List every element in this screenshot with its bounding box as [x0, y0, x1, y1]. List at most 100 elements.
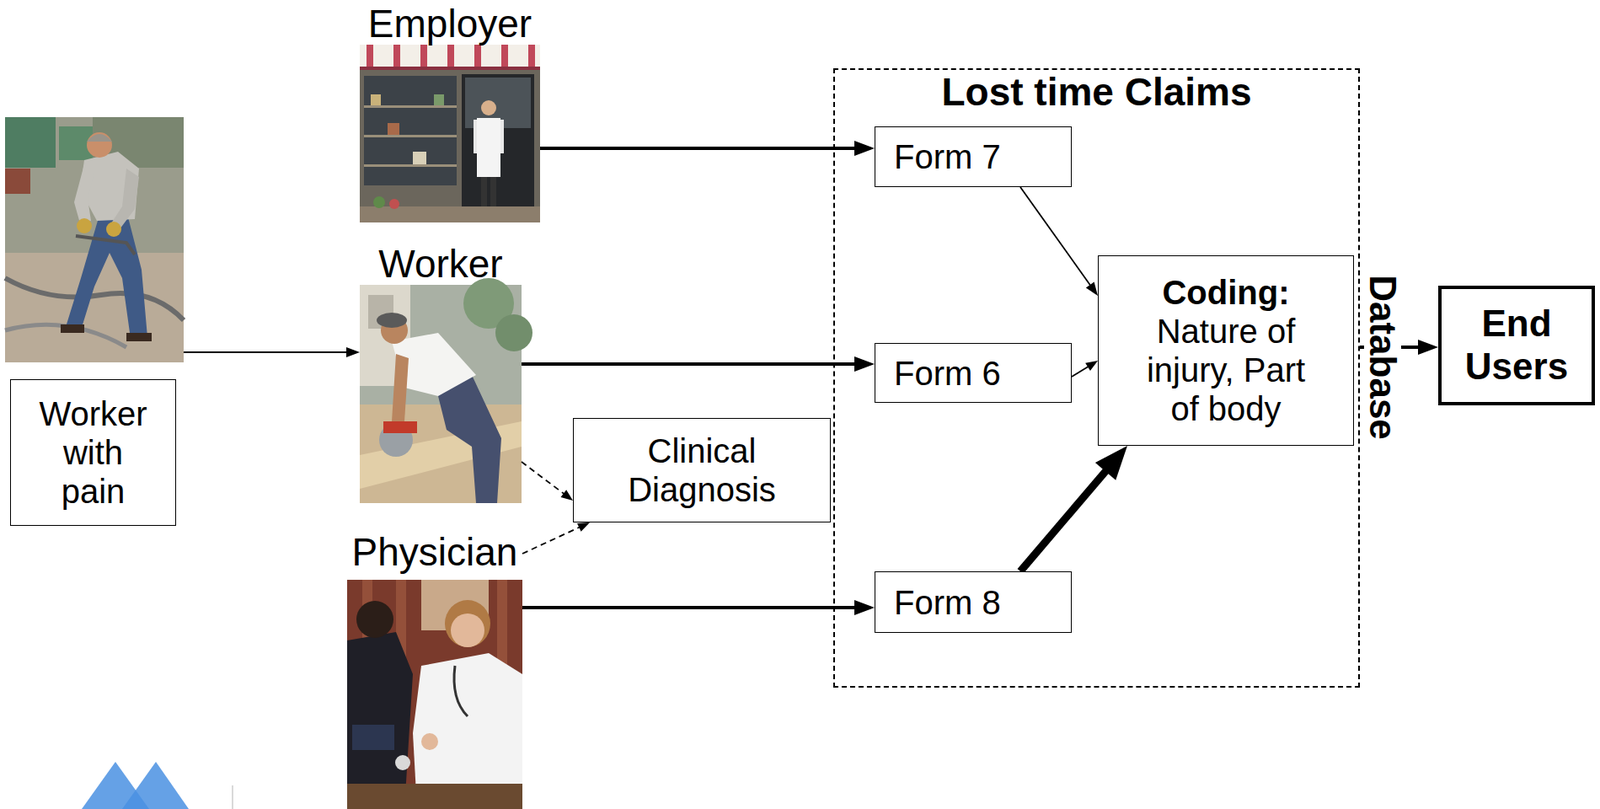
- logo-mark: [231, 785, 234, 809]
- connector-arrow: [521, 356, 875, 372]
- connector-arrow: [1071, 360, 1098, 377]
- worker-pain-photo: [5, 117, 184, 363]
- arrow-head: [577, 522, 590, 532]
- worker-photo: [376, 312, 407, 328]
- connector-arrow: [522, 522, 590, 554]
- arrow-head: [1418, 339, 1439, 355]
- employer-photo: [373, 196, 386, 209]
- connector-arrow: [540, 140, 875, 156]
- node-label: Form 8: [893, 583, 1001, 622]
- arrow-head: [1085, 360, 1098, 371]
- worker-pain-photo: [86, 133, 113, 142]
- worker-pain-photo: [86, 132, 113, 158]
- node-label: Worker with pain: [27, 394, 159, 511]
- node-label: Coding:: [1128, 272, 1324, 312]
- worker-pain-photo: [109, 168, 140, 230]
- connector-line: [522, 526, 581, 554]
- employer-photo: [363, 105, 457, 108]
- arrow-head: [854, 599, 875, 616]
- text-wrap: Coding:Nature of injury, Part of body: [1128, 272, 1324, 429]
- form-box: Form 7: [874, 126, 1072, 188]
- employer-photo: [393, 44, 401, 67]
- employer-photo: [363, 75, 457, 186]
- node-label: End Users: [1458, 302, 1575, 388]
- arrow-head: [561, 489, 573, 501]
- worker-photo: [383, 421, 418, 434]
- worker-node: Worker: [359, 241, 522, 504]
- physician-node: Physician: [347, 529, 523, 809]
- employer-photo: [412, 151, 427, 165]
- worker-pain-photo: [5, 117, 56, 168]
- physician-photo: [347, 783, 523, 809]
- connector-arrow: [183, 347, 360, 358]
- node-label: Lost time Claims: [834, 69, 1359, 115]
- worker-photo: [495, 314, 533, 352]
- diagnosis-box: Clinical Diagnosis: [572, 417, 831, 523]
- employer-photo: [461, 74, 535, 214]
- form-box: Form 6: [874, 342, 1072, 403]
- connector-arrow: [522, 599, 875, 616]
- physician-photo: [352, 724, 395, 750]
- worker-pain-photo: [65, 210, 148, 339]
- connector-line: [521, 461, 565, 495]
- worker-pain-photo: [76, 218, 92, 234]
- text-wrap: End Users: [1458, 302, 1575, 388]
- worker-pain-photo: [5, 168, 31, 194]
- worker-pain-photo: [74, 164, 95, 224]
- text-wrap: Form 6: [893, 353, 1001, 393]
- physician-photo: [347, 579, 523, 809]
- connector-line: [521, 362, 858, 366]
- employer-photo: [389, 198, 400, 209]
- connector-line: [1020, 187, 1092, 287]
- employer-node: Employer: [359, 1, 541, 223]
- employer-photo: [528, 44, 536, 67]
- worker-pain-photo: [106, 221, 122, 237]
- connector-arrow: [521, 461, 573, 501]
- employer-photo: [366, 44, 374, 67]
- node-label: Worker: [359, 241, 522, 287]
- label-frame: Worker with pain: [10, 379, 177, 526]
- worker-pain-photo: [5, 324, 127, 348]
- employer-photo: [476, 117, 501, 177]
- physician-photo: [421, 733, 439, 750]
- worker-pain-photo: [60, 324, 85, 333]
- connector-line: [522, 605, 858, 610]
- physician-photo: [395, 754, 411, 771]
- node-label: Form 7: [893, 137, 1001, 177]
- worker-pain-node: Worker with pain: [5, 117, 184, 526]
- physician-photo: [444, 599, 491, 648]
- coding-box: Coding:Nature of injury, Part of body: [1097, 255, 1354, 446]
- form-box: Form 8: [874, 571, 1072, 633]
- node-label: Clinical Diagnosis: [590, 431, 814, 509]
- arrow-head: [854, 356, 875, 372]
- arrow-head: [854, 140, 875, 156]
- physician-photo: [347, 631, 413, 809]
- employer-photo: [501, 44, 509, 67]
- physician-photo: [454, 665, 468, 717]
- employer-photo: [447, 44, 455, 67]
- worker-photo: [359, 278, 533, 504]
- worker-photo: [391, 353, 409, 422]
- arrow-head: [1095, 445, 1128, 481]
- employer-photo: [359, 44, 541, 223]
- employer-photo: [359, 44, 541, 223]
- employer-photo: [370, 94, 381, 106]
- connector-line: [540, 146, 858, 150]
- connector-arrow: [1020, 187, 1098, 296]
- node-label: Form 6: [893, 353, 1001, 393]
- worker-photo: [433, 374, 502, 504]
- employer-photo: [359, 66, 541, 70]
- text-wrap: Clinical Diagnosis: [590, 431, 814, 509]
- physician-photo: [356, 600, 394, 638]
- vertical-label: Database: [1364, 271, 1402, 444]
- employer-photo: [363, 134, 457, 138]
- text-wrap: Worker with pain: [27, 394, 159, 511]
- employer-photo: [481, 100, 497, 116]
- connector-line: [1020, 467, 1109, 572]
- employer-photo: [420, 44, 428, 67]
- physician-photo: [347, 579, 523, 809]
- connector-arrow: [1020, 445, 1128, 572]
- node-body: Nature of injury, Part of body: [1128, 311, 1324, 429]
- text-wrap: Form 8: [893, 583, 1001, 622]
